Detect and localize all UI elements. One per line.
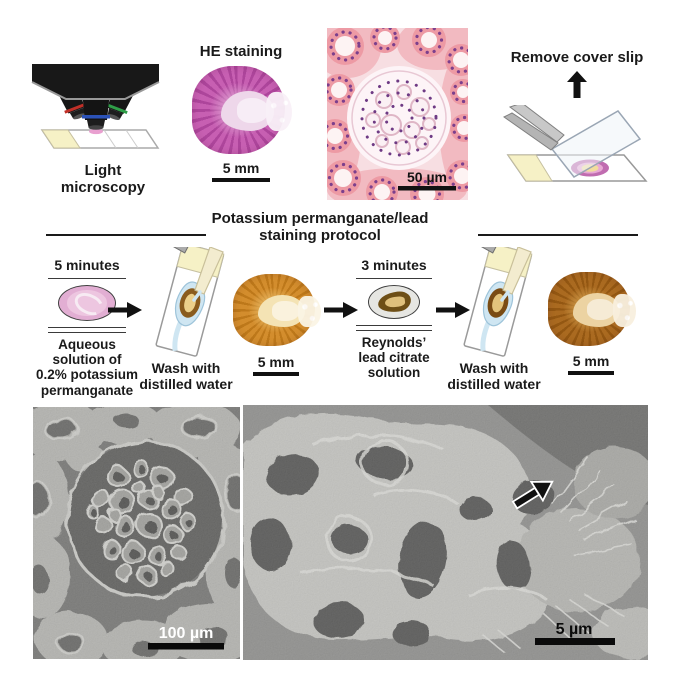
wash2-label: Wash with distilled water <box>447 360 541 392</box>
lead-citrate-dish-icon <box>368 284 420 319</box>
step2-reagent-label: Reynolds’ lead citrate solution <box>358 334 430 381</box>
slide-clip <box>169 247 190 254</box>
slide-label-area <box>507 154 553 182</box>
he-histology-micrograph: 50 µm <box>327 28 468 200</box>
stained-kidney-1-image <box>233 274 321 346</box>
step1-reagent-label: Aqueous solution of 0.2% potassium perma… <box>35 336 139 398</box>
pipette-icon <box>192 247 224 302</box>
tweezers-icon <box>503 102 565 151</box>
he-staining-block: HE staining 5 mm <box>184 43 298 182</box>
slide-label-area <box>41 129 81 149</box>
sem-micrograph-glomerulus: 100 µm <box>33 407 240 659</box>
up-arrow-icon <box>567 70 587 98</box>
wash1-label: Wash with distilled water <box>139 360 233 392</box>
tubule-pattern <box>327 28 468 200</box>
he-staining-title: HE staining <box>199 43 283 60</box>
coverslip-removal-block: Remove cover slip <box>492 49 662 190</box>
flow-arrow-icon <box>324 302 358 318</box>
svg-text:100 µm: 100 µm <box>159 625 214 642</box>
stained-kidney-2-image <box>548 272 636 346</box>
wash-slide-icon <box>463 247 533 357</box>
slide-clip <box>477 247 498 254</box>
remove-coverslip-title: Remove cover slip <box>510 49 644 66</box>
coverslip-removal-icon <box>503 102 648 182</box>
header-rule-right <box>478 234 638 236</box>
light-microscopy-label: Light microscopy <box>60 162 146 196</box>
light-microscopy-block: Light microscopy <box>28 62 178 197</box>
he-kidney-section-image <box>192 65 292 154</box>
he-scale-bar: 5 mm <box>184 160 298 182</box>
sem-left-scale-bar: 100 µm <box>148 625 224 650</box>
permanganate-dish-icon <box>58 284 116 321</box>
flow-arrow-icon <box>436 302 470 318</box>
annotation-arrow-icon <box>511 480 554 510</box>
sem-right-scale-bar: 5 µm <box>535 621 615 645</box>
step-permanganate: 5 minutes Aqueous solution of 0.2% potas… <box>22 257 152 398</box>
stained-kidney-1-block: 5 mm <box>231 274 321 376</box>
wash-slide-icon <box>155 247 225 357</box>
header-rule-left <box>46 234 206 236</box>
sem-micrograph-podocytes: 5 µm <box>243 405 648 660</box>
step-lead-citrate: 3 minutes Reynolds’ lead citrate solutio… <box>350 257 438 381</box>
glomerulus <box>347 66 451 170</box>
flow-arrow-icon <box>108 302 142 318</box>
kidney2-scale-bar: 5 mm <box>546 353 636 375</box>
protocol-title: Potassium permanganate/lead staining pro… <box>211 210 429 244</box>
microscope-nosepiece <box>32 64 159 99</box>
light-microscope-icon <box>31 64 160 149</box>
cover-slip <box>550 109 642 178</box>
pipette-icon <box>500 247 532 302</box>
svg-text:50 µm: 50 µm <box>407 169 447 185</box>
step2-time: 3 minutes <box>361 257 427 273</box>
svg-text:5 µm: 5 µm <box>556 621 593 638</box>
stained-kidney-2-block: 5 mm <box>546 272 636 375</box>
kidney1-scale-bar: 5 mm <box>231 354 321 376</box>
step1-time: 5 minutes <box>54 257 120 273</box>
histology-scale-bar: 50 µm <box>398 169 456 191</box>
